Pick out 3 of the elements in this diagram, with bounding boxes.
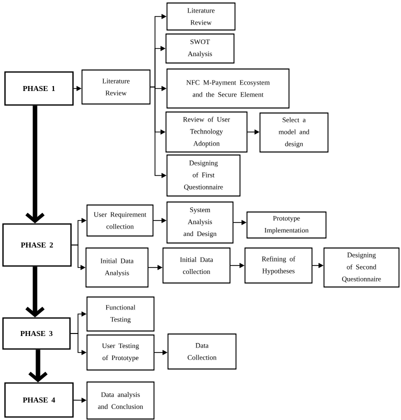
arrow — [25, 106, 45, 224]
arrow — [25, 266, 45, 318]
arrow — [28, 350, 48, 382]
